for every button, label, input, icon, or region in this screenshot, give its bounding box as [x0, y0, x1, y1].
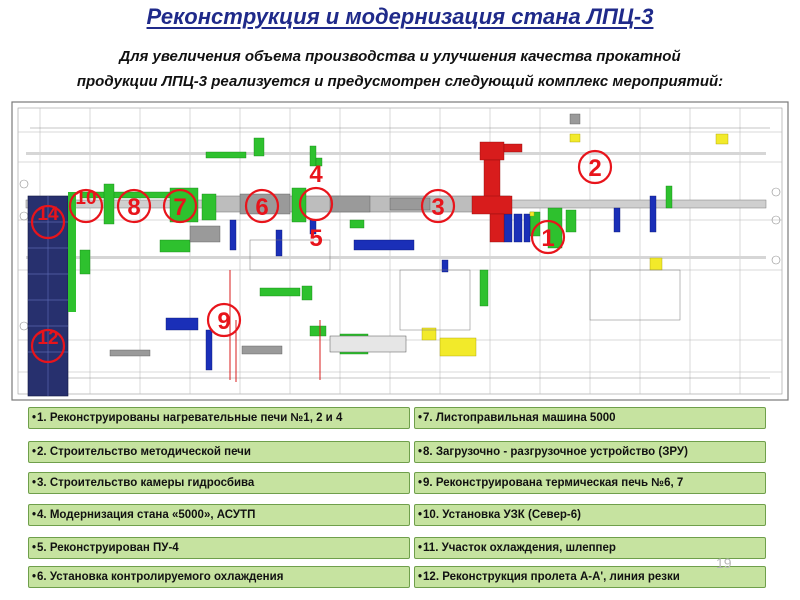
column-ticks: [30, 127, 770, 379]
measure-item-7: 7. Листоправильная машина 5000: [414, 407, 766, 429]
marker-4: 4: [309, 161, 323, 188]
lower-rail: [26, 256, 766, 259]
measure-item-5: 5. Реконструирован ПУ-4: [28, 537, 410, 559]
marker-6: 6: [255, 194, 268, 221]
marker-14: 14: [37, 204, 59, 225]
upper-rail: [26, 152, 766, 155]
measure-item-3: 3. Строительство камеры гидросбива: [28, 472, 410, 494]
plan-room-3: [589, 269, 681, 321]
page-number: 19: [716, 555, 732, 571]
measure-item-11: 11. Участок охлаждения, шлеппер: [414, 537, 766, 559]
furnace-charging-green: [68, 192, 76, 312]
measure-item-4: 4. Модернизация стана «5000», АСУТП: [28, 504, 410, 526]
measure-item-6: 6. Установка контролируемого охлаждения: [28, 566, 410, 588]
marker-3: 3: [431, 194, 444, 221]
measure-item-1: 1. Реконструированы нагревательные печи …: [28, 407, 410, 429]
red-equipment: [471, 141, 523, 243]
marker-12: 12: [37, 328, 58, 349]
blue-equipment: [165, 195, 657, 371]
measure-item-10: 10. Установка УЗК (Север-6): [414, 504, 766, 526]
plan-room-2: [399, 269, 471, 331]
measure-item-12: 12. Реконструкция пролета А-А', линия ре…: [414, 566, 766, 588]
measure-item-9: 9. Реконструирована термическая печь №6,…: [414, 472, 766, 494]
plan-room: [249, 239, 331, 271]
marker-5: 5: [309, 225, 322, 252]
marker-labels: 1 2 3 4 5 6 7 8 9 10 14 12: [37, 155, 601, 349]
marker-1: 1: [541, 225, 554, 252]
subtitle-line-1: Для увеличения объема производства и улу…: [119, 48, 681, 65]
marker-10: 10: [75, 188, 96, 209]
plan-inner-frame: [17, 107, 783, 395]
measure-item-8: 8. Загрузочно - разгрузочное устройство …: [414, 441, 766, 463]
marker-8: 8: [127, 194, 140, 221]
yellow-equipment: [421, 133, 729, 357]
mill-floor-plan: 1 2 3 4 5 6 7 8 9 10 14 12: [11, 101, 789, 401]
subtitle-line-2: продукции ЛПЦ-3 реализуется и предусмотр…: [76, 73, 724, 90]
number-markers: [30, 149, 613, 364]
measure-item-2: 2. Строительство методической печи: [28, 441, 410, 463]
marker-2: 2: [588, 155, 601, 182]
page-subtitle: Для увеличения объема производства и улу…: [0, 44, 800, 94]
marker-9: 9: [217, 308, 230, 335]
page-title: Реконструкция и модернизация стана ЛПЦ-3: [146, 4, 654, 29]
cooling-bed: [329, 335, 407, 353]
marker-7: 7: [173, 194, 186, 221]
